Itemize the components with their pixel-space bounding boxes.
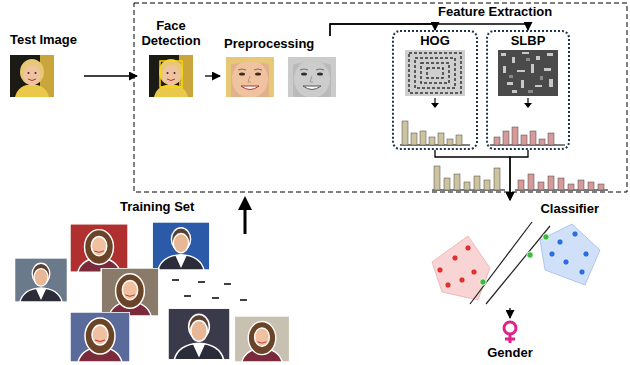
training-arrow <box>244 203 247 234</box>
node-label: Classifier <box>425 201 599 216</box>
node-label: Training Set <box>120 199 302 214</box>
flow-arrow <box>510 150 528 200</box>
slbp-illustration <box>490 50 565 145</box>
svm-illustration <box>432 222 600 304</box>
flow-arrow <box>509 308 510 318</box>
hog-illustration <box>400 50 470 145</box>
node-label: Preprocessing <box>224 36 342 51</box>
node-label: Face Detection <box>137 18 205 48</box>
input-stage: Test Image <box>4 32 84 100</box>
preprocess-stage: Preprocessing <box>220 36 342 100</box>
feature-box: SLBP <box>486 30 570 150</box>
flow-arrow <box>435 150 510 200</box>
node-label: Gender <box>478 345 542 360</box>
node-label: SLBP <box>488 33 568 48</box>
output-node: Gender <box>478 318 542 363</box>
detection-stage: Face Detection <box>137 18 205 100</box>
pipeline-frame <box>134 3 627 192</box>
training-set: Training Set <box>2 198 302 363</box>
more-dashes <box>172 280 247 300</box>
test-photo <box>10 55 54 97</box>
node-label: Test Image <box>10 32 84 47</box>
node-label: HOG <box>394 33 476 48</box>
combined-histogram <box>432 166 608 190</box>
group-label: Feature Extraction <box>438 4 552 19</box>
classifier-stage: Classifier <box>425 200 605 308</box>
cropped-face <box>226 57 274 98</box>
flow-arrow <box>84 75 137 76</box>
flow-arrow <box>205 75 220 76</box>
face-box <box>160 61 182 87</box>
detection-photo <box>149 55 193 97</box>
gray-face <box>288 57 336 98</box>
feature-box: HOG <box>392 30 478 150</box>
training-photos <box>15 222 290 362</box>
female-symbol <box>504 322 516 343</box>
